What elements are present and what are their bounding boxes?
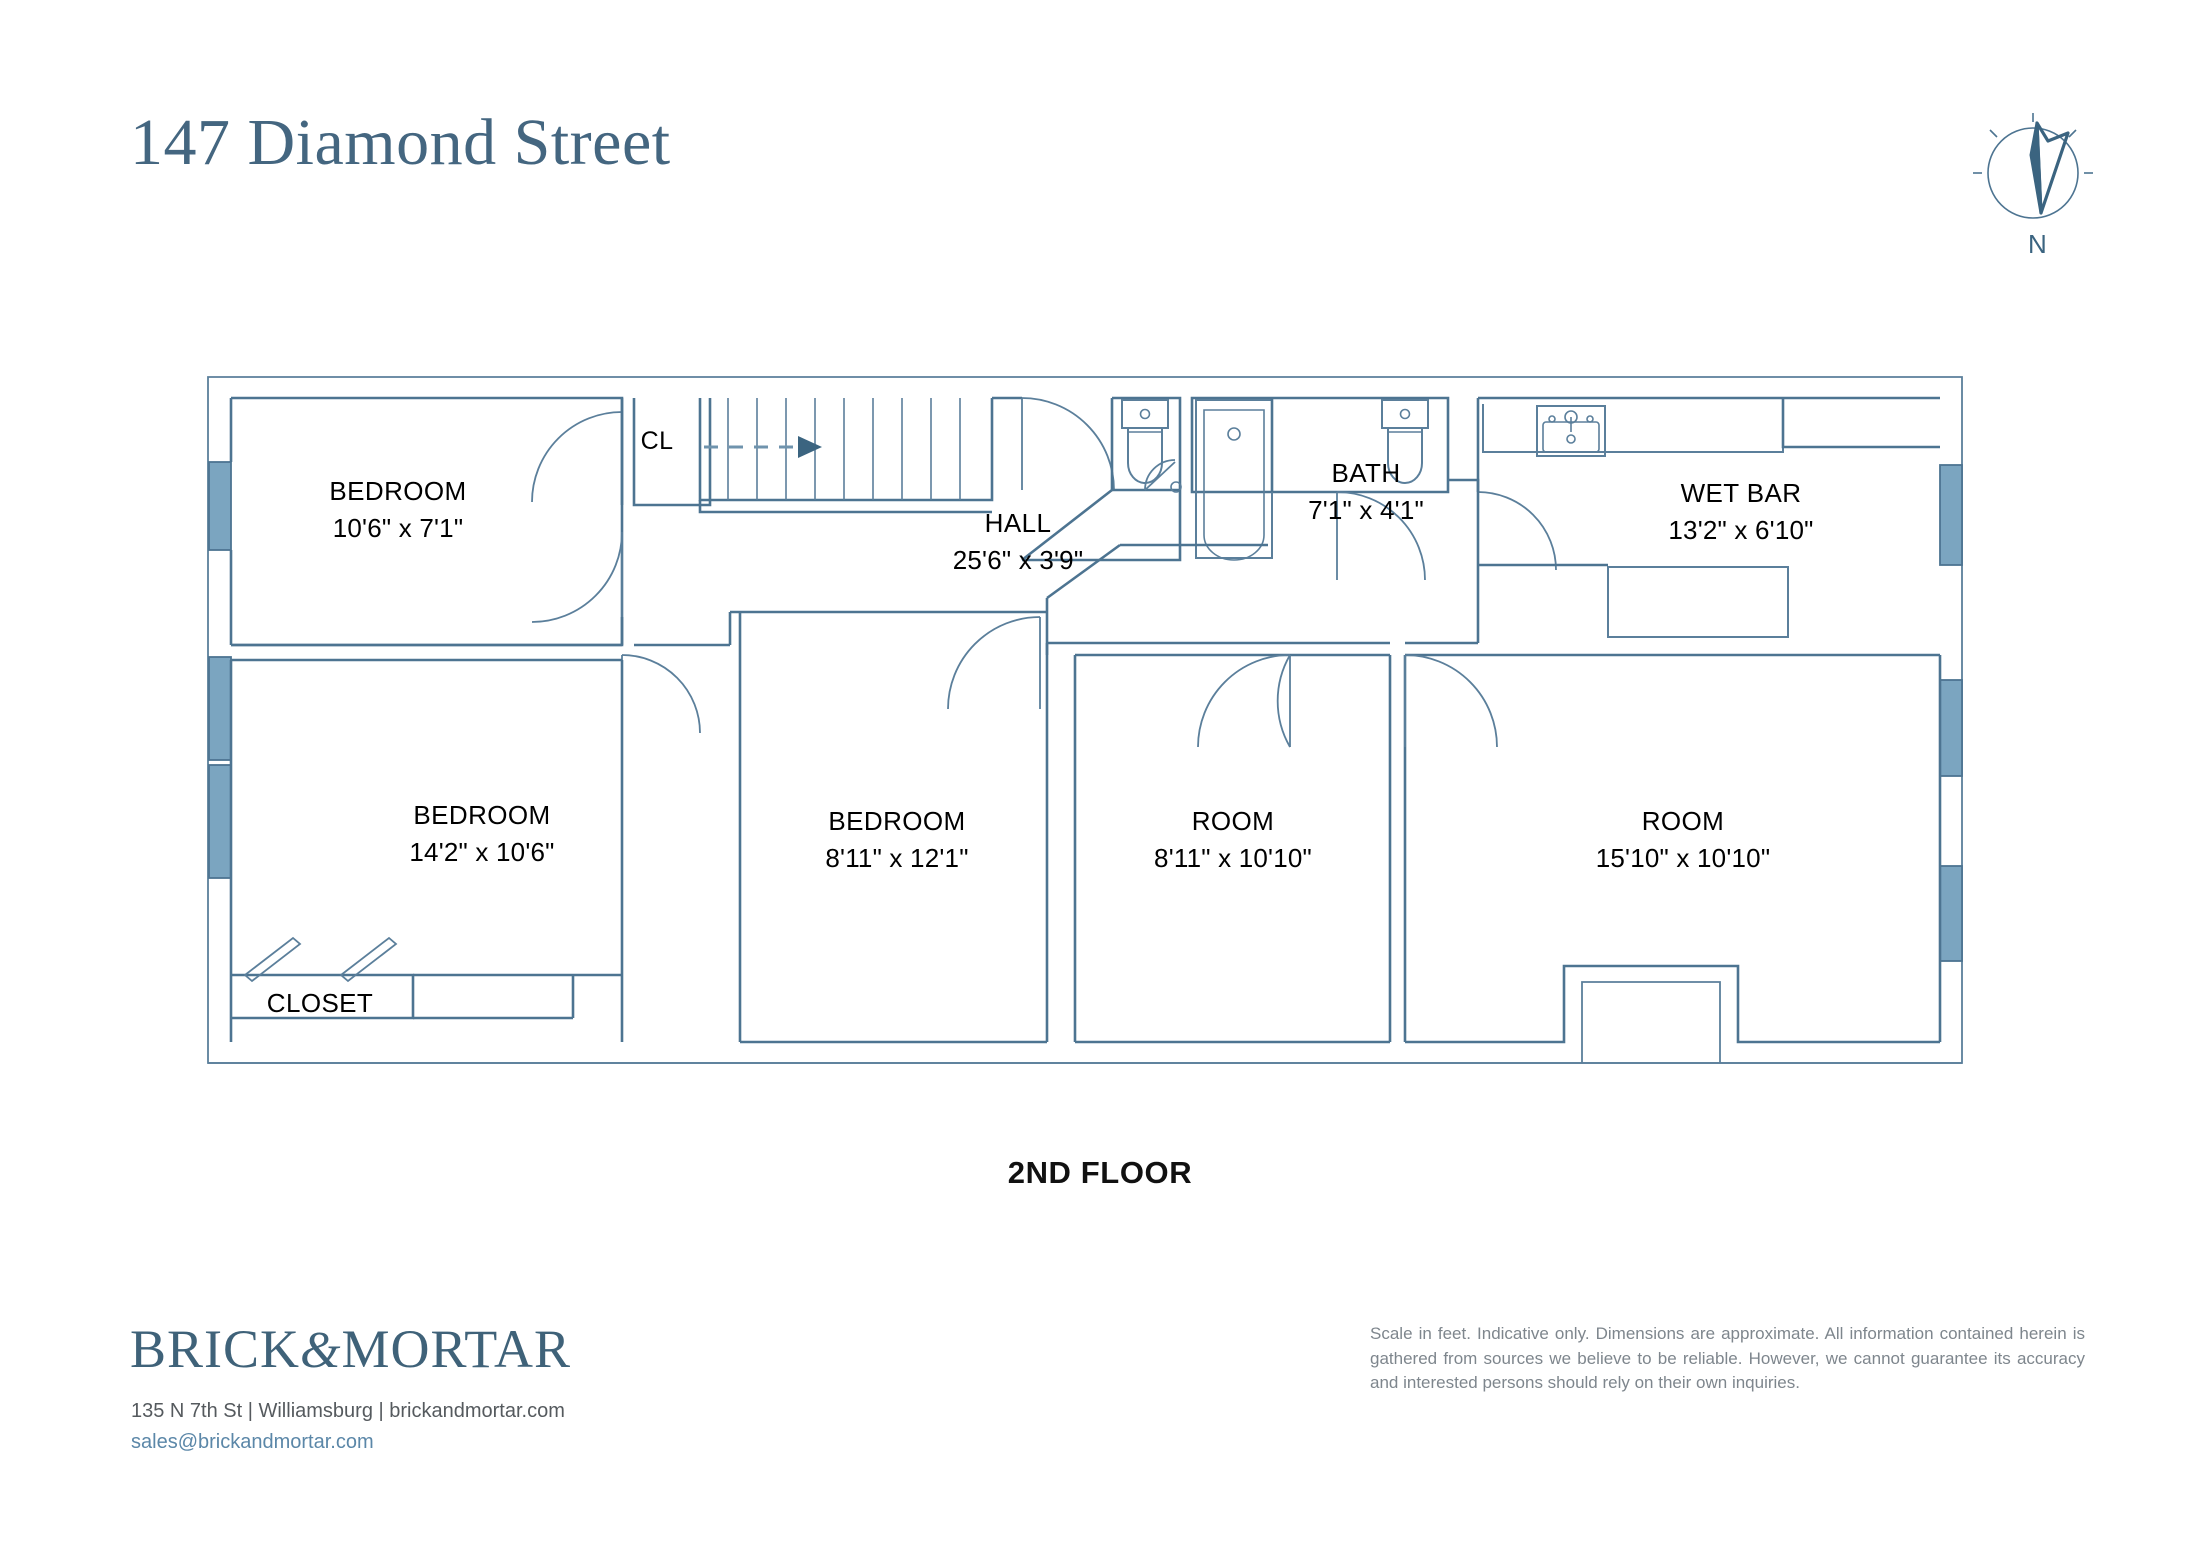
brand-logo: BRICK&MORTAR bbox=[130, 1318, 571, 1380]
windows-right bbox=[1939, 464, 1963, 962]
door-bedroom-3 bbox=[947, 616, 1041, 710]
page-title: 147 Diamond Street bbox=[130, 106, 671, 179]
room-label-room-1: ROOM 8'11" x 10'10" bbox=[1154, 806, 1312, 873]
room-wet-bar bbox=[1476, 396, 1940, 638]
door-bedroom-2 bbox=[621, 654, 701, 734]
room-closet bbox=[231, 936, 575, 1020]
toilet-fixture-left bbox=[1121, 399, 1169, 484]
wall-rooms-divider bbox=[1290, 565, 1480, 645]
brand-logo-first: BRICK bbox=[130, 1319, 301, 1379]
floor-label: 2ND FLOOR bbox=[1007, 1155, 1193, 1190]
room-label-wet-bar: WET BAR 13'2" x 6'10" bbox=[1668, 478, 1814, 545]
room-label-closet: CLOSET bbox=[266, 988, 374, 1018]
door-bedroom-1-lower bbox=[531, 531, 623, 623]
brand-logo-last: MORTAR bbox=[341, 1319, 571, 1379]
room-bedroom-2 bbox=[229, 658, 624, 1042]
door-room-1 bbox=[1197, 654, 1291, 748]
disclaimer-text: Scale in feet. Indicative only. Dimensio… bbox=[1370, 1324, 2085, 1393]
room-label-bedroom-3: BEDROOM 8'11" x 12'1" bbox=[825, 806, 969, 873]
toilet-fixture-right bbox=[1381, 399, 1429, 484]
door-bedroom-1-upper bbox=[531, 411, 623, 503]
room-bath bbox=[1190, 396, 1480, 561]
door-bath-secondary bbox=[1477, 491, 1557, 571]
bifold-doors bbox=[243, 936, 398, 983]
room-closet-cl bbox=[620, 398, 712, 507]
wall-hall-angled bbox=[1021, 488, 1268, 600]
wall-hall-bottom bbox=[231, 598, 1049, 647]
compass-rose-icon: N bbox=[1973, 113, 2093, 259]
room-label-closet-cl: CL bbox=[640, 427, 674, 455]
door-powder bbox=[1144, 459, 1182, 493]
door-hall-stair bbox=[1021, 397, 1115, 491]
brand-logo-ampersand: & bbox=[300, 1322, 342, 1379]
room-label-room-2: ROOM 15'10" x 10'10" bbox=[1595, 806, 1771, 873]
room-label-bath: BATH 7'1" x 4'1" bbox=[1308, 458, 1424, 525]
room-label-hall: HALL 25'6" x 3'9" bbox=[952, 508, 1084, 575]
room-label-bedroom-1: BEDROOM 10'6" x 7'1" bbox=[329, 476, 467, 543]
staircase bbox=[698, 398, 994, 514]
brand-email[interactable]: sales@brickandmortar.com bbox=[131, 1431, 374, 1453]
windows-left bbox=[208, 461, 232, 879]
compass-north-label: N bbox=[2028, 229, 2047, 259]
room-bedroom-3 bbox=[738, 612, 1049, 1044]
room-powder bbox=[1110, 396, 1182, 493]
room-label-bedroom-2: BEDROOM 14'2" x 10'6" bbox=[409, 800, 555, 867]
bathtub-fixture bbox=[1195, 399, 1273, 561]
brand-address: 135 N 7th St | Williamsburg | brickandmo… bbox=[131, 1400, 565, 1422]
door-bath bbox=[1336, 491, 1426, 581]
bottom-notch bbox=[1405, 964, 1940, 1063]
sink-fixture bbox=[1536, 405, 1606, 457]
room-room-1 bbox=[1045, 641, 1392, 1044]
door-room-2 bbox=[1404, 654, 1498, 748]
